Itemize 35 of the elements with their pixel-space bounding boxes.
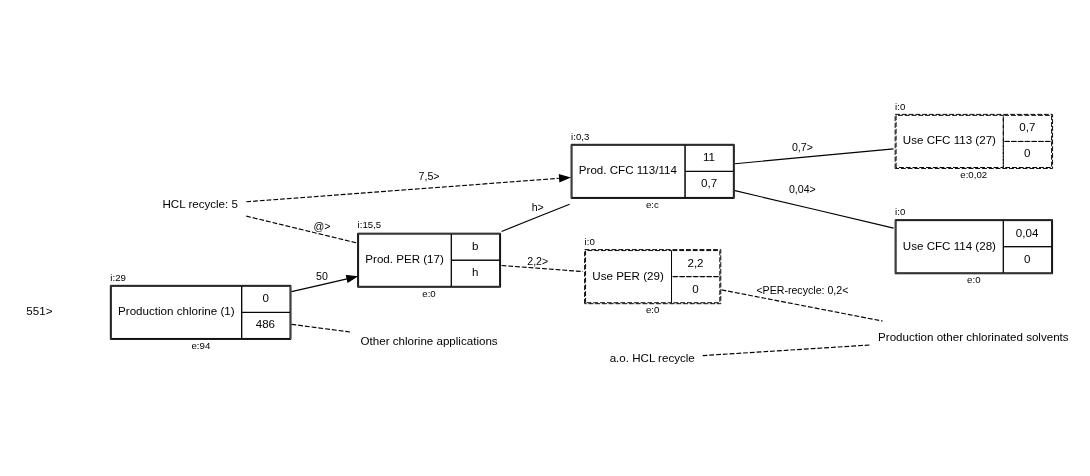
arrow xyxy=(245,173,572,202)
node-label: e:0 xyxy=(422,287,436,299)
edge-label: 50 xyxy=(315,269,328,282)
connector xyxy=(290,323,353,333)
node-text: Production other chlorinated solvents xyxy=(878,330,1069,343)
node-label: i:29 xyxy=(110,271,126,283)
connector xyxy=(245,215,357,243)
connector xyxy=(702,343,871,356)
node-label: e:0 xyxy=(967,273,981,285)
node-text: HCL recycle: 5 xyxy=(162,197,238,210)
node-label: i:0 xyxy=(895,205,906,217)
edge-label: 0,7> xyxy=(791,140,813,153)
edge-label: 0,04> xyxy=(788,182,816,195)
node-label: e:0,02 xyxy=(960,168,988,180)
node-label: e:0 xyxy=(645,303,660,315)
node-label: e:94 xyxy=(191,339,211,351)
arrow xyxy=(290,274,359,292)
node-label: i:15,5 xyxy=(357,218,382,230)
connector xyxy=(501,264,584,272)
node-text: a.o. HCL recycle xyxy=(609,351,695,364)
label: 551> xyxy=(26,304,53,317)
node-label: i:0,3 xyxy=(571,130,590,141)
edge-label: h> xyxy=(531,200,544,213)
node-label: i:0 xyxy=(584,235,595,247)
connector xyxy=(721,288,884,322)
node-label: i:0 xyxy=(895,100,906,112)
node-label: e:c xyxy=(645,198,659,210)
connector xyxy=(734,147,895,164)
edge-label: 2,2> xyxy=(527,254,549,267)
edge-label: @> xyxy=(313,219,331,232)
connector xyxy=(501,203,571,232)
edge-label: <PER-recycle: 0,2< xyxy=(756,283,849,296)
connector xyxy=(734,189,895,229)
node-text: Other chlorine applications xyxy=(360,334,498,347)
edge-label: 7,5> xyxy=(418,169,440,182)
